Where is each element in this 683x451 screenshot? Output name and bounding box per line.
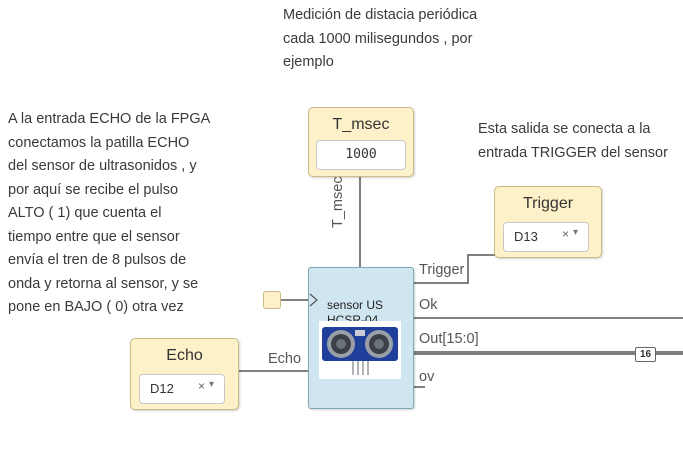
- trigger-pin-value: D13: [514, 229, 538, 244]
- chevron-down-icon[interactable]: ▾: [573, 227, 579, 238]
- chevron-down-icon[interactable]: ▾: [209, 379, 215, 390]
- port-label-trigger: Trigger: [419, 262, 465, 278]
- clock-input-stub[interactable]: [263, 291, 281, 309]
- note-top: Medición de distacia periódica cada 1000…: [283, 7, 478, 70]
- bus-width-badge: 16: [635, 347, 656, 362]
- input-block-echo[interactable]: Echo D12 × ▾: [130, 338, 239, 410]
- clear-icon[interactable]: ×: [198, 379, 206, 393]
- note-right: Esta salida se conecta a la entrada TRIG…: [478, 121, 668, 161]
- clock-triangle-icon: [309, 293, 318, 307]
- wire-trigger: [412, 254, 496, 284]
- trigger-pin-select[interactable]: D13 × ▾: [503, 222, 589, 252]
- module-sensor-us[interactable]: sensor US HCSR-04: [308, 267, 414, 409]
- echo-pin-select[interactable]: D12 × ▾: [139, 374, 225, 404]
- clear-icon[interactable]: ×: [562, 227, 570, 241]
- constant-block-title: T_msec: [332, 116, 390, 133]
- note-left: A la entrada ECHO de la FPGA conectamos …: [8, 111, 211, 315]
- wire-label-t-msec: T_msec: [330, 176, 346, 228]
- echo-pin-value: D12: [150, 381, 174, 396]
- port-label-ov: ov: [419, 369, 435, 385]
- constant-block-t-msec[interactable]: T_msec 1000: [308, 107, 414, 177]
- echo-block-title: Echo: [166, 347, 203, 364]
- output-block-trigger[interactable]: Trigger D13 × ▾: [494, 186, 602, 258]
- port-label-echo: Echo: [268, 351, 302, 367]
- ultrasonic-sensor-icon: [319, 321, 401, 379]
- port-label-out: Out[15:0]: [419, 331, 479, 347]
- port-label-ok: Ok: [419, 297, 438, 313]
- trigger-block-title: Trigger: [522, 195, 574, 212]
- constant-value-input[interactable]: 1000: [316, 140, 406, 170]
